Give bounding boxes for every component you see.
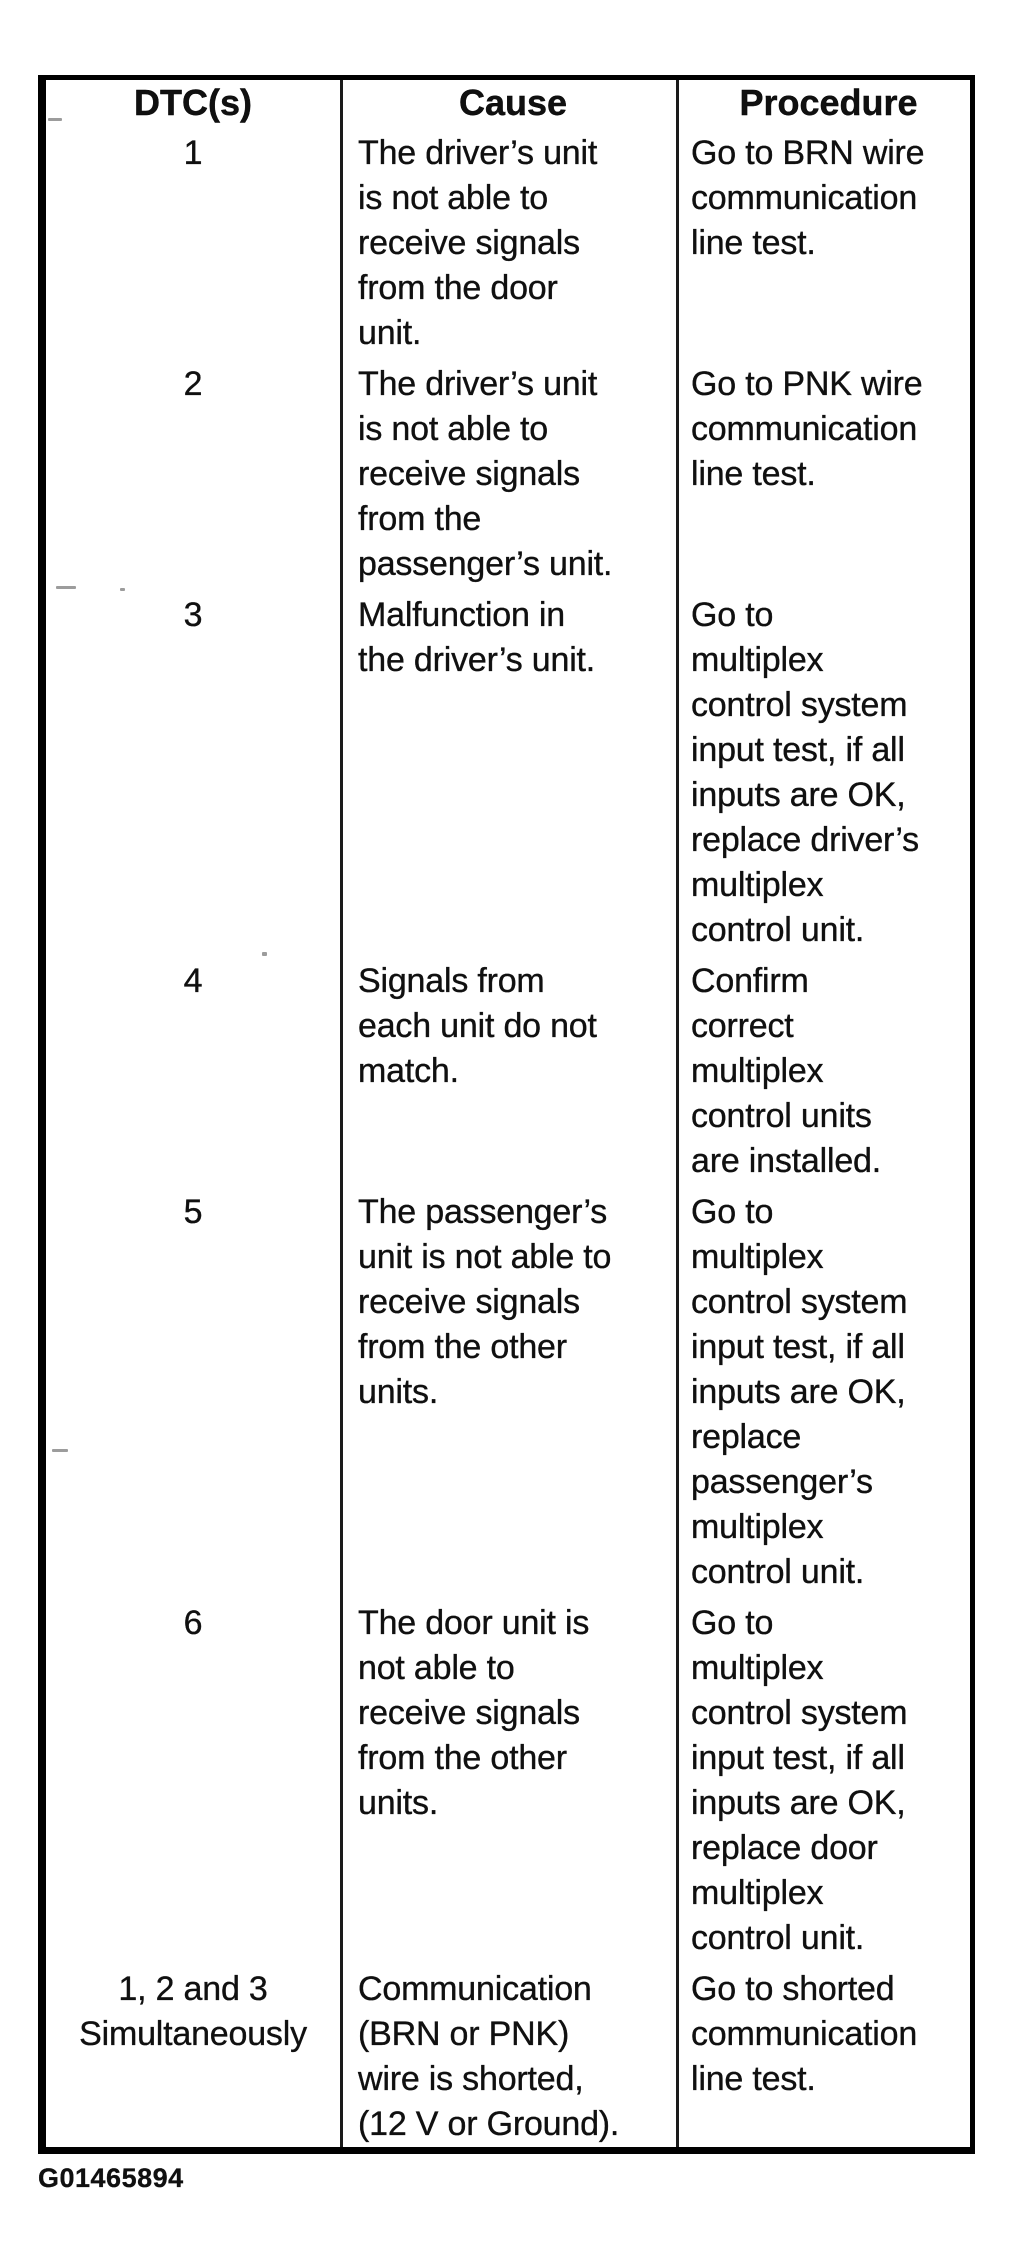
dtc-cell: 4	[183, 962, 203, 1000]
table-row: 3 Malfunction in the driver’s unit. Go t…	[46, 587, 970, 953]
procedure-cell: Go to multiplex control system input tes…	[676, 1595, 970, 1961]
cause-cell: The door unit is not able to receive sig…	[340, 1595, 676, 1961]
cause-cell: The driver’s unit is not able to receive…	[340, 125, 676, 356]
dtc-cell: 1	[183, 134, 203, 172]
table-row: 6 The door unit is not able to receive s…	[46, 1595, 970, 1961]
dtc-cell: 6	[183, 1604, 203, 1642]
scan-artifact	[262, 952, 267, 956]
column-header-procedure: Procedure	[676, 80, 970, 125]
column-header-dtc: DTC(s)	[134, 82, 252, 123]
scan-artifact	[52, 1449, 68, 1452]
figure-id: G01465894	[38, 2163, 184, 2193]
dtc-cell: 2	[183, 365, 203, 403]
scan-artifact	[56, 586, 76, 589]
table-row: 1, 2 and 3 Simultaneously Communication …	[46, 1961, 970, 2147]
dtc-cell: 3	[183, 596, 203, 634]
cause-cell: Malfunction in the driver’s unit.	[340, 587, 676, 953]
cause-cell: Communication (BRN or PNK) wire is short…	[340, 1961, 676, 2147]
scan-artifact	[48, 118, 62, 121]
table-row: 5 The passenger’s unit is not able to re…	[46, 1184, 970, 1595]
procedure-cell: Go to PNK wire communication line test.	[676, 356, 970, 587]
procedure-cell: Go to shorted communication line test.	[676, 1961, 970, 2147]
cause-cell: Signals from each unit do not match.	[340, 953, 676, 1184]
column-header-cause: Cause	[340, 80, 676, 125]
scan-artifact	[120, 588, 125, 591]
cause-cell: The driver’s unit is not able to receive…	[340, 356, 676, 587]
table-row: 1 The driver’s unit is not able to recei…	[46, 125, 970, 356]
procedure-cell: Go to multiplex control system input tes…	[676, 587, 970, 953]
procedure-cell: Confirm correct multiplex control units …	[676, 953, 970, 1184]
dtc-cell: 5	[183, 1193, 203, 1231]
procedure-cell: Go to multiplex control system input tes…	[676, 1184, 970, 1595]
dtc-cell: 1, 2 and 3 Simultaneously	[79, 1970, 307, 2053]
dtc-table: DTC(s) Cause Procedure 1 The driver’s un…	[38, 75, 975, 2154]
table-row: 4 Signals from each unit do not match. C…	[46, 953, 970, 1184]
table-header-row: DTC(s) Cause Procedure	[46, 80, 970, 125]
table-row: 2 The driver’s unit is not able to recei…	[46, 356, 970, 587]
procedure-cell: Go to BRN wire communication line test.	[676, 125, 970, 356]
cause-cell: The passenger’s unit is not able to rece…	[340, 1184, 676, 1595]
